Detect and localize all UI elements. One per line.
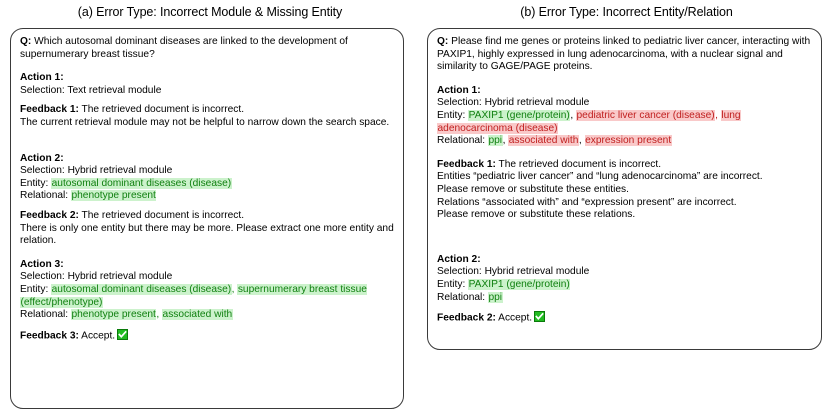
feedback-3-heading-line: Feedback 3: Accept. — [20, 328, 394, 343]
relational-value-correct: phenotype present — [70, 190, 157, 202]
relational-value-correct-2: associated with — [162, 309, 233, 321]
feedback-1-label: Feedback 1: — [437, 158, 496, 170]
action-1-selection: Selection: Text retrieval module — [20, 84, 162, 96]
action-1-heading: Action 1: — [437, 84, 481, 96]
feedback-2-detail: There is only one entity but there may b… — [20, 222, 394, 247]
spacer — [20, 61, 394, 72]
relational-label: Relational: — [20, 309, 71, 321]
panel-b-box: Q: Please find me genes or proteins link… — [427, 28, 822, 350]
entity-value-incorrect-1: pediatric liver cancer (disease) — [576, 109, 716, 121]
feedback-1-heading-line: Feedback 1: The retrieved document is in… — [437, 159, 812, 172]
relational-label: Relational: — [437, 135, 488, 147]
feedback-2-label: Feedback 2: — [20, 209, 79, 221]
feedback-2-label: Feedback 2: — [437, 312, 496, 324]
question-label: Q: — [20, 36, 32, 47]
action-3-selection: Selection: Hybrid retrieval module — [20, 271, 173, 283]
feedback-1-detail-2: Please remove or substitute these entiti… — [437, 183, 629, 195]
panel-a-title: (a) Error Type: Incorrect Module & Missi… — [77, 5, 343, 19]
entity-separator: , — [231, 283, 238, 295]
panel-a-question: Q: Which autosomal dominant diseases are… — [20, 36, 394, 61]
question-label: Q: — [437, 36, 449, 47]
feedback-1-detail: The current retrieval module may not be … — [20, 116, 390, 128]
relational-value-incorrect-1: associated with — [508, 135, 579, 147]
action-2-relational-line: Relational: phenotype present — [20, 190, 394, 203]
panel-b-title: (b) Error Type: Incorrect Entity/Relatio… — [520, 5, 733, 19]
panel-a-column: (a) Error Type: Incorrect Module & Missi… — [10, 5, 404, 409]
action-1-heading: Action 1: — [20, 72, 64, 84]
action-2-relational-line: Relational: ppi — [437, 291, 812, 305]
feedback-1-detail-4: Please remove or substitute these relati… — [437, 209, 636, 221]
entity-label: Entity: — [437, 109, 469, 121]
spacer — [437, 74, 812, 85]
relational-label: Relational: — [20, 190, 71, 202]
action-3-heading: Action 3: — [20, 258, 64, 270]
feedback-3-text: Accept. — [78, 330, 116, 342]
feedback-1-detail-3: Relations “associated with” and “express… — [437, 196, 737, 208]
entity-label: Entity: — [20, 283, 52, 295]
question-text: Please find me genes or proteins linked … — [437, 36, 811, 73]
feedback-2-text: The retrieved document is incorrect. — [78, 209, 245, 221]
entity-value-correct: autosomal dominant diseases (disease) — [51, 177, 232, 189]
green-check-icon — [534, 311, 546, 323]
feedback-1-label: Feedback 1: — [20, 104, 79, 116]
spacer — [20, 322, 394, 329]
action-2-entity-line: Entity: autosomal dominant diseases (dis… — [20, 177, 394, 191]
action-3-entity-line: Entity: autosomal dominant diseases (dis… — [20, 283, 394, 309]
relational-separator: , — [156, 309, 163, 321]
spacer — [20, 97, 394, 104]
question-text: Which autosomal dominant diseases are li… — [20, 36, 348, 60]
entity-separator-1: , — [570, 109, 576, 121]
spacer — [437, 222, 812, 238]
entity-value-correct: PAXIP1 (gene/protein) — [468, 109, 571, 121]
action-3-relational-line: Relational: phenotype present, associate… — [20, 309, 394, 322]
action-2-selection: Selection: Hybrid retrieval module — [437, 266, 590, 278]
spacer — [437, 304, 812, 311]
action-1-selection: Selection: Hybrid retrieval module — [437, 97, 590, 109]
relational-separator-2: , — [578, 135, 585, 147]
action-1-entity-line: Entity: PAXIP1 (gene/protein), pediatric… — [437, 109, 812, 135]
spacer — [437, 238, 812, 254]
spacer — [20, 203, 394, 210]
panel-b-question: Q: Please find me genes or proteins link… — [437, 36, 812, 74]
entity-label: Entity: — [20, 177, 52, 189]
feedback-1-detail-1: Entities “pediatric liver cancer” and “l… — [437, 171, 763, 183]
relational-value-correct: ppi — [487, 291, 503, 303]
action-2-entity-line: Entity: PAXIP1 (gene/protein) — [437, 278, 812, 292]
relational-label: Relational: — [437, 291, 488, 303]
spacer — [20, 146, 394, 153]
entity-value-correct-1: autosomal dominant diseases (disease) — [51, 283, 232, 295]
spacer — [20, 248, 394, 259]
entity-separator-2: , — [715, 109, 721, 121]
feedback-2-text: Accept. — [495, 312, 533, 324]
panel-b-column: (b) Error Type: Incorrect Entity/Relatio… — [416, 0, 831, 416]
entity-label: Entity: — [437, 278, 469, 290]
panel-a-box: Q: Which autosomal dominant diseases are… — [10, 28, 404, 409]
feedback-2-heading-line: Feedback 2: The retrieved document is in… — [20, 210, 394, 223]
feedback-1-heading-line: Feedback 1: The retrieved document is in… — [20, 104, 394, 117]
spacer — [20, 130, 394, 146]
action-2-heading: Action 2: — [20, 152, 64, 164]
feedback-2-heading-line: Feedback 2: Accept. — [437, 311, 812, 325]
feedback-3-label: Feedback 3: — [20, 330, 79, 342]
relational-value-incorrect-2: expression present — [584, 135, 672, 147]
action-2-heading: Action 2: — [437, 253, 481, 265]
entity-value-correct: PAXIP1 (gene/protein) — [468, 278, 571, 290]
spacer — [437, 148, 812, 159]
green-check-icon — [117, 328, 129, 340]
feedback-1-text: The retrieved document is incorrect. — [78, 104, 245, 116]
relational-separator-1: , — [502, 135, 509, 147]
relational-value-correct-1: phenotype present — [70, 309, 157, 321]
feedback-1-text: The retrieved document is incorrect. — [495, 158, 662, 170]
action-1-relational-line: Relational: ppi, associated with, expres… — [437, 135, 812, 148]
relational-value-correct: ppi — [487, 135, 503, 147]
action-2-selection: Selection: Hybrid retrieval module — [20, 165, 173, 177]
